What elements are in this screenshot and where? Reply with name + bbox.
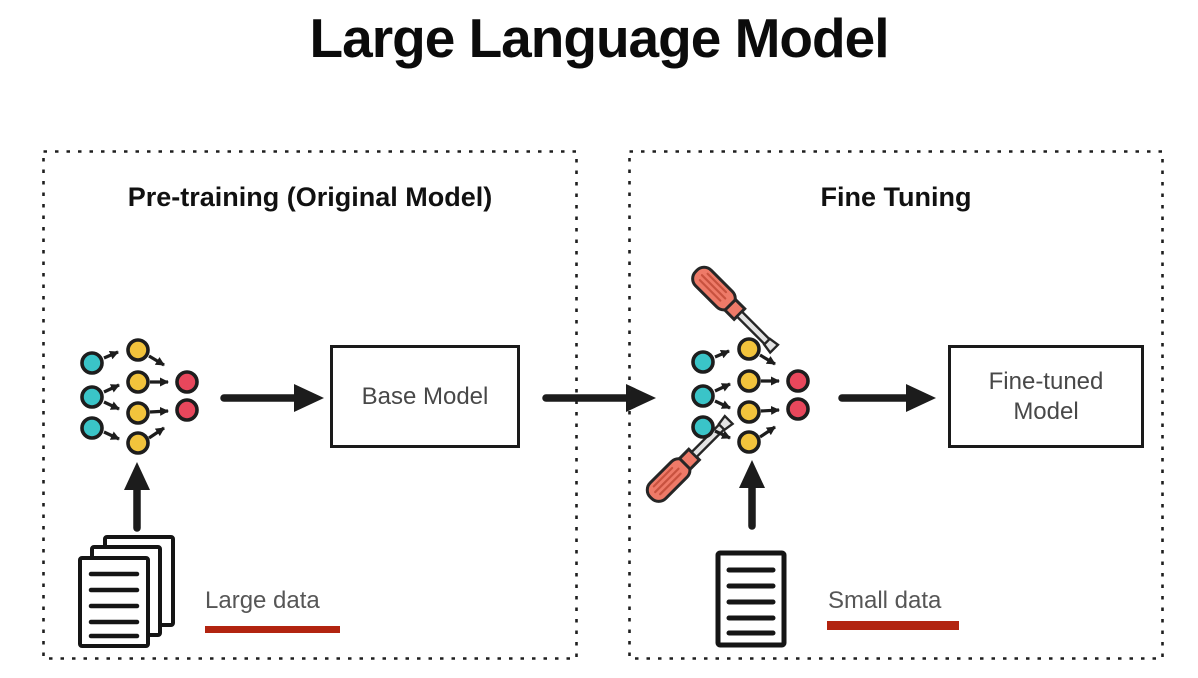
small-data-label: Small data [828, 587, 942, 614]
arrow-right-icon [542, 384, 656, 412]
large-data-underline [205, 626, 340, 633]
pretraining-panel: Pre-training (Original Model) [42, 150, 578, 660]
neural-network-icon [671, 319, 831, 459]
document-icon [714, 549, 788, 649]
base-model-box: Base Model [330, 345, 520, 448]
small-data-underline [827, 621, 959, 630]
page-title: Large Language Model [309, 7, 890, 69]
large-data-label: Large data [205, 587, 320, 614]
documents-stack-icon [72, 534, 180, 650]
finetuning-heading: Fine Tuning [820, 182, 972, 212]
arrow-right-icon [220, 384, 324, 412]
neural-network-icon [60, 320, 220, 460]
finetuning-panel: Fine Tuning [628, 150, 1164, 660]
arrow-right-icon [838, 384, 936, 412]
dashed-border [628, 150, 1164, 660]
base-model-label: Base Model [361, 382, 489, 410]
arrow-up-icon [124, 462, 150, 532]
dashed-border [42, 150, 578, 660]
fine-tuned-model-label: Fine-tuned Model [988, 368, 1104, 425]
fine-tuned-model-box: Fine-tuned Model [948, 345, 1144, 448]
arrow-up-icon [739, 460, 765, 530]
pretraining-heading: Pre-training (Original Model) [127, 182, 493, 212]
